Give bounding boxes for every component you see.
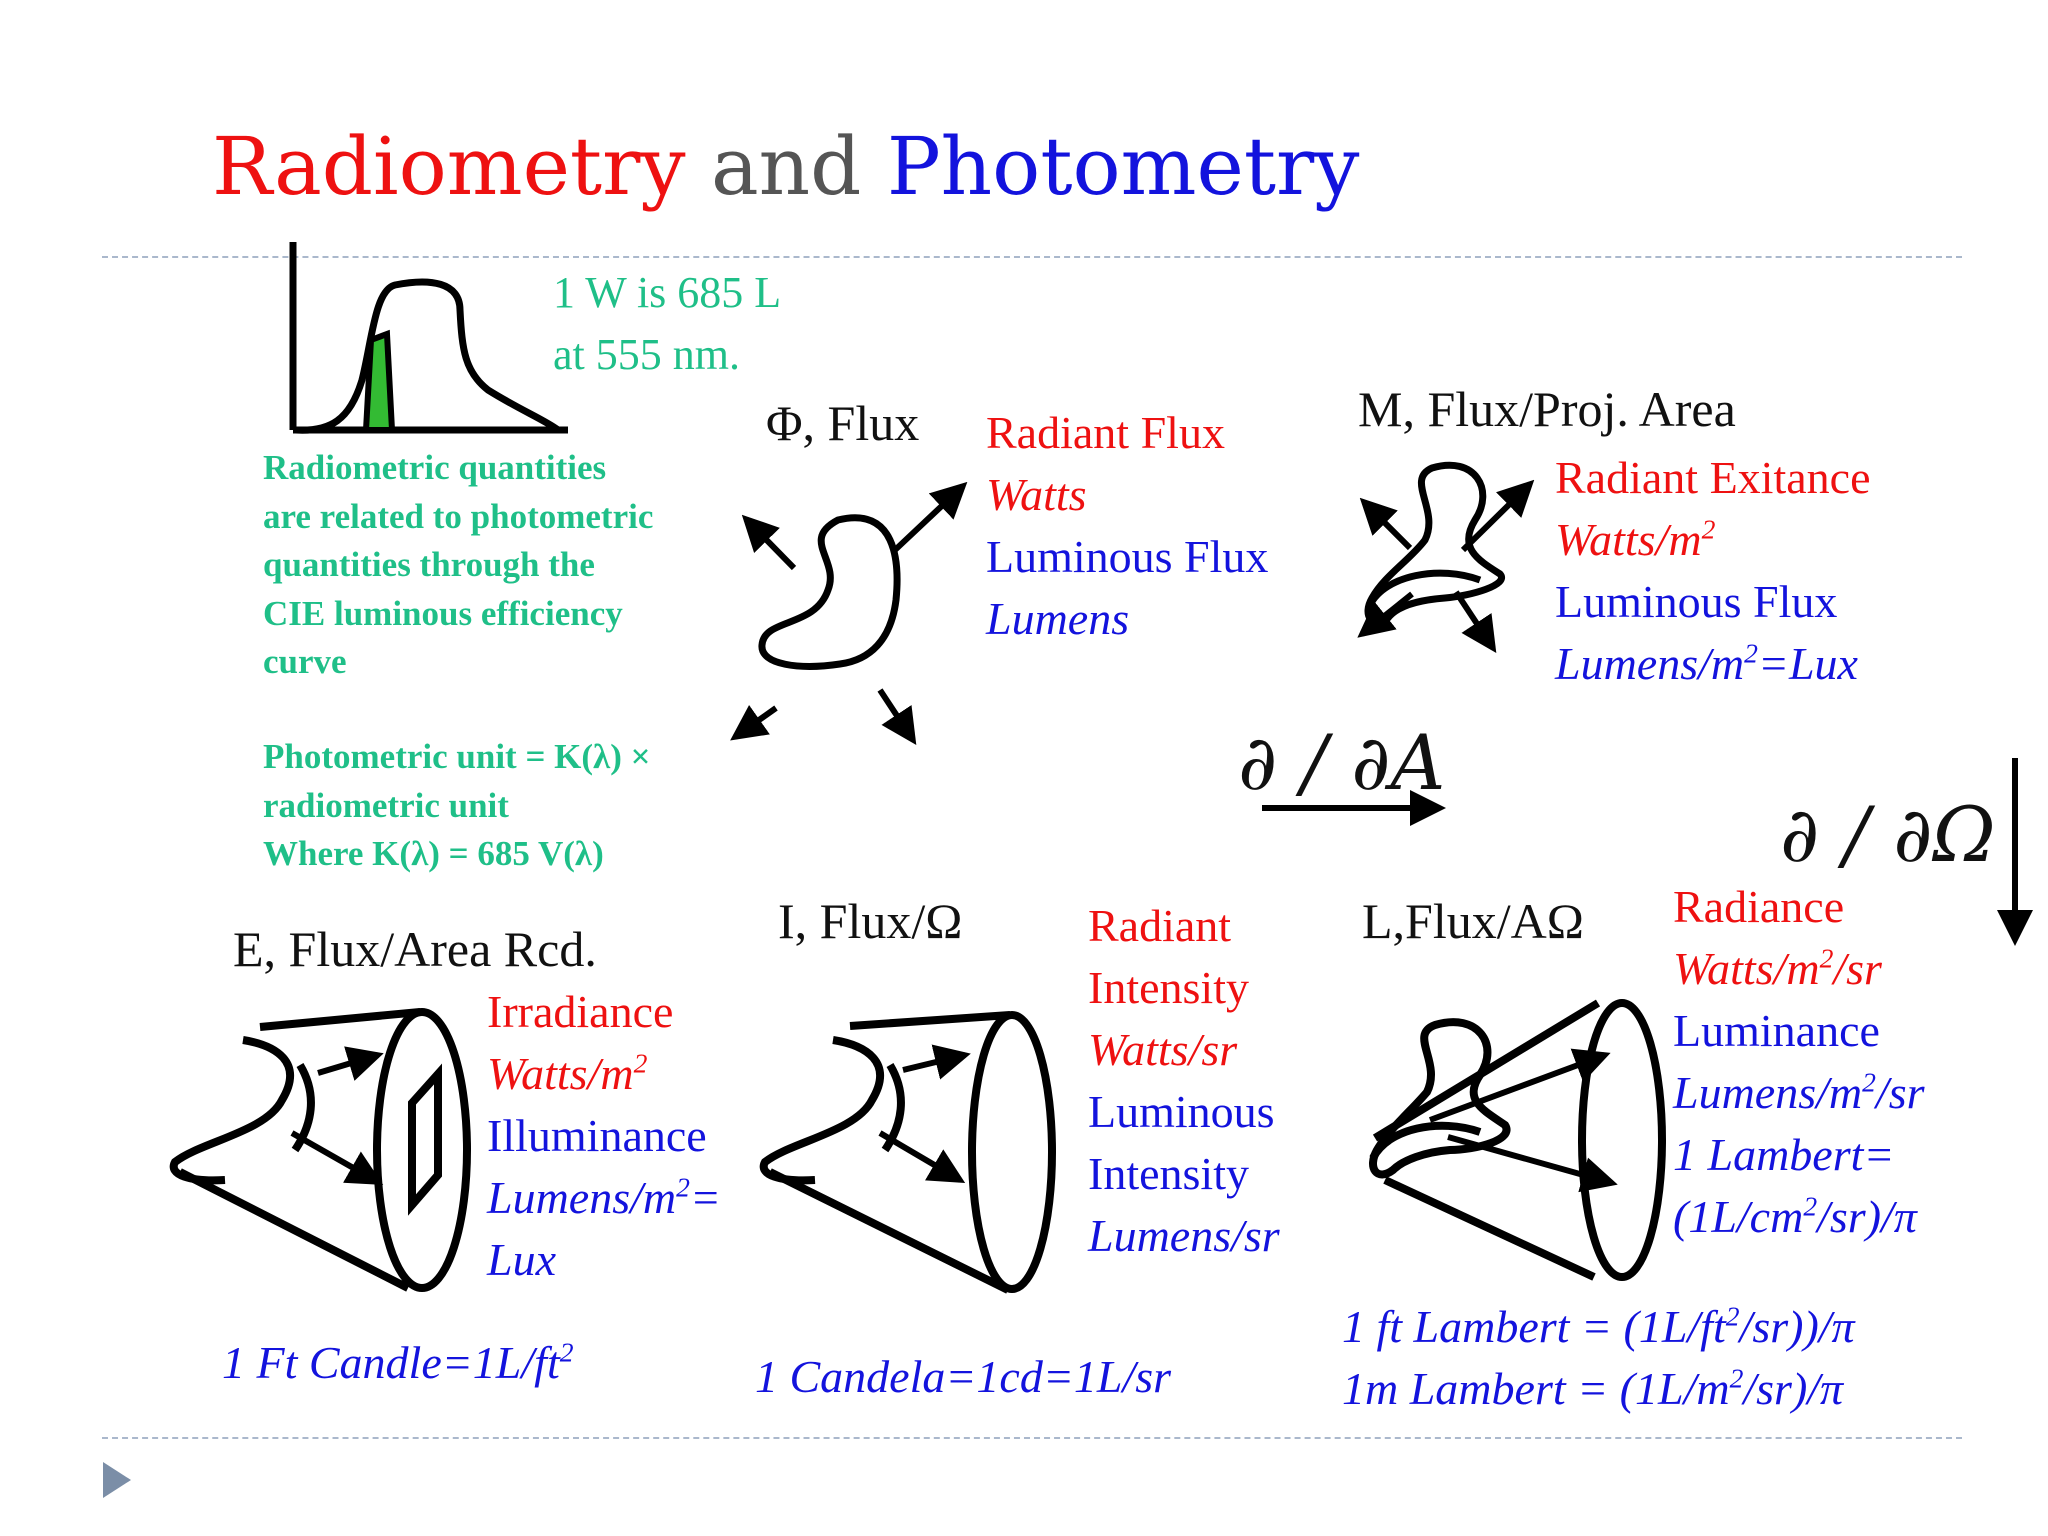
- curve-note-line2: at 555 nm.: [553, 330, 740, 379]
- exitance-luminous-label: Luminous Flux: [1555, 576, 1838, 627]
- flux-units: Radiant Flux Watts Luminous Flux Lumens: [986, 402, 1268, 650]
- curve-note: 1 W is 685 L at 555 nm.: [553, 262, 781, 386]
- title-radiometry: Radiometry: [212, 120, 686, 213]
- luminous-intensity-unit: Lumens/sr: [1088, 1210, 1280, 1261]
- solid-angle-derivative-label: ∂ / ∂Ω: [1780, 790, 1996, 879]
- radiant-flux-unit: Watts: [986, 469, 1087, 520]
- luminance-label: Luminance: [1673, 1005, 1880, 1056]
- radiance-cone: [1369, 999, 1666, 1281]
- radiance-label: Radiance: [1673, 881, 1845, 932]
- radiance-arrows: [1428, 1048, 1618, 1193]
- exitance-surface-shape: [1364, 461, 1506, 626]
- top-divider: [102, 256, 1962, 258]
- illuminance-unit: Lumens/m2=: [487, 1171, 721, 1223]
- bottom-divider: [102, 1437, 1962, 1439]
- radiant-intensity-label-2: Intensity: [1088, 962, 1249, 1013]
- curve-note-line1: 1 W is 685 L: [553, 268, 782, 317]
- cie-explanation: Radiometric quantities are related to ph…: [263, 444, 653, 687]
- cie-explanation-line: Radiometric quantities: [263, 448, 607, 487]
- lambert-label: 1 Lambert=: [1673, 1129, 1895, 1180]
- irradiance-cone: [169, 1008, 471, 1292]
- intensity-arrows: [878, 1044, 971, 1184]
- formula-line: radiometric unit: [263, 785, 509, 825]
- cie-555nm-band: [362, 329, 396, 433]
- radiance-unit: Watts/m2/sr: [1673, 942, 1882, 994]
- slide-title: Radiometry and Photometry: [212, 120, 1359, 213]
- slide-bullet-icon: [103, 1462, 131, 1498]
- irradiance-arrows: [290, 1046, 384, 1185]
- irradiance-unit: Watts/m2: [487, 1047, 648, 1099]
- exitance-symbol-label: M, Flux/Proj. Area: [1358, 381, 1736, 437]
- lambert-notes: 1 ft Lambert = (1L/ft2/sr))/π 1m Lambert…: [1342, 1296, 1855, 1420]
- luminance-unit: Lumens/m2/sr: [1673, 1066, 1925, 1118]
- flux-source-shape: [758, 514, 901, 670]
- intensity-symbol-label: I, Flux/Ω: [778, 893, 963, 949]
- exitance-luminous-unit: Lumens/m2=Lux: [1555, 637, 1858, 689]
- flux-symbol-label: Φ, Flux: [766, 395, 920, 451]
- illuminance-label: Illuminance: [487, 1110, 707, 1161]
- foot-candle-note: 1 Ft Candle=1L/ft2: [222, 1336, 574, 1388]
- cie-efficiency-curve: [289, 242, 568, 434]
- candela-note: 1 Candela=1cd=1L/sr: [755, 1351, 1172, 1402]
- luminous-flux-label: Luminous Flux: [986, 531, 1269, 582]
- radiance-symbol-label: L,Flux/AΩ: [1362, 893, 1584, 949]
- m-lambert-note: 1m Lambert = (1L/m2/sr)/π: [1342, 1362, 1844, 1414]
- photometric-unit-formula: Photometric unit = K(λ) × radiometric un…: [263, 733, 651, 879]
- luminous-intensity-label-2: Intensity: [1088, 1148, 1249, 1199]
- cie-explanation-line: curve: [263, 642, 347, 681]
- intensity-cone: [759, 1011, 1056, 1294]
- cie-explanation-line: CIE luminous efficiency: [263, 593, 623, 633]
- irradiance-label: Irradiance: [487, 986, 674, 1037]
- formula-line: Where K(λ) = 685 V(λ): [263, 834, 604, 873]
- ft-lambert-note: 1 ft Lambert = (1L/ft2/sr))/π: [1342, 1300, 1855, 1352]
- intensity-units: Radiant Intensity Watts/sr Luminous Inte…: [1088, 895, 1280, 1267]
- irradiance-symbol-label: E, Flux/Area Rcd.: [233, 921, 597, 977]
- title-photometry: Photometry: [886, 120, 1360, 213]
- cie-explanation-line: quantities through the: [263, 545, 595, 584]
- exitance-units: Radiant Exitance Watts/m2 Luminous Flux …: [1555, 447, 1871, 695]
- radiant-intensity-label-1: Radiant: [1088, 900, 1232, 951]
- luminous-flux-unit: Lumens: [986, 593, 1130, 644]
- illuminance-unit-lux: Lux: [487, 1234, 556, 1285]
- formula-line: Photometric unit = K(λ) ×: [263, 737, 651, 776]
- flux-arrows: [730, 481, 968, 746]
- radiant-flux-label: Radiant Flux: [986, 407, 1225, 458]
- radiant-exitance-label: Radiant Exitance: [1555, 452, 1871, 503]
- area-derivative-label: ∂ / ∂A: [1238, 718, 1446, 807]
- radiant-intensity-unit: Watts/sr: [1088, 1024, 1238, 1075]
- radiance-units: Radiance Watts/m2/sr Luminance Lumens/m2…: [1673, 876, 1925, 1248]
- radiant-exitance-unit: Watts/m2: [1555, 513, 1716, 565]
- irradiance-units: Irradiance Watts/m2 Illuminance Lumens/m…: [487, 981, 721, 1291]
- lambert-formula: (1L/cm2/sr)/π: [1673, 1190, 1917, 1242]
- title-and: and: [710, 120, 862, 213]
- cie-explanation-line: are related to photometric: [263, 496, 654, 536]
- luminous-intensity-label-1: Luminous: [1088, 1086, 1275, 1137]
- exitance-arrows: [1357, 479, 1535, 654]
